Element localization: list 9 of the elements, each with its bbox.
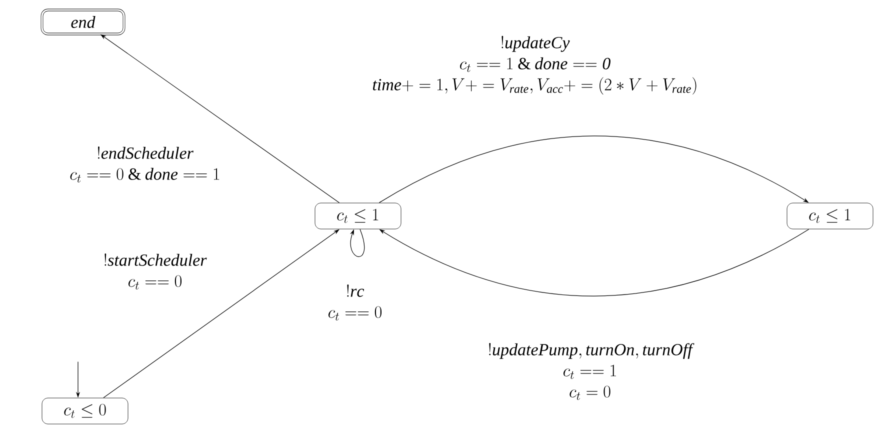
edge-label: $\begin{array}{c}!\mathit{endScheduler}\\ c_t == 0 \mathbin{\&} \mathit{done} == 1\end{array}$ [64, 143, 226, 187]
edge-label: $\begin{array}{c}!\mathit{startScheduler}\\ c_t == 0\end{array}$ [97, 250, 213, 294]
edge-label: $\begin{array}{c}!\mathit{updatePump}, \mathit{turnOn}, \mathit{turnOff}\\ c_t == 1\\ c_t = 0\end{array}$ [482, 340, 698, 404]
state-box: $c_t \leq 1$ [314, 202, 402, 230]
final-state-box: end [40, 8, 126, 36]
edge-label: $\begin{array}{c}!\mathit{rc}\\ c_t == 0\end{array}$ [322, 281, 388, 325]
state-box: $c_t \leq 1$ [786, 202, 874, 230]
edge-label: $\begin{array}{c}!\mathit{updateCy}\\ c_t == 1 \mathbin{\&} \mathit{done} == \mathit{0}\\ \mathit{time}+=1, V+=V_{\mathit{rate}}, V_{\mathit{acc}}+=(2*V+V_{\mathit{rate}})\end{array}$ [366, 32, 704, 98]
state-box: $c_t \leq 0$ [42, 398, 128, 424]
